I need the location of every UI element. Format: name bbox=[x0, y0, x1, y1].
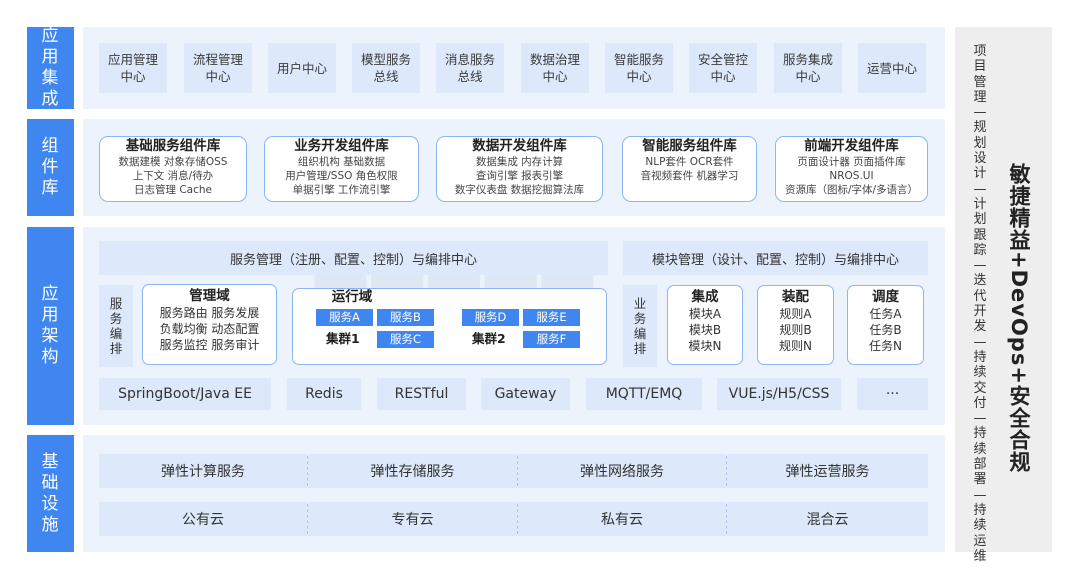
infra-divider bbox=[726, 504, 727, 534]
service-e: 服务E bbox=[523, 309, 580, 326]
tech-stack-item: VUE.js/H5/CSS bbox=[717, 378, 841, 410]
lib-line: 用户管理/SSO 角色权限 bbox=[285, 170, 398, 182]
lib-line: 组织机构 基础数据 bbox=[297, 156, 386, 168]
management-domain-line: 服务路由 服务发展 bbox=[159, 306, 260, 320]
management-domain-title: 管理域 bbox=[189, 288, 230, 304]
lib-line: 日志管理 Cache bbox=[134, 184, 212, 196]
lib-data-dev: 数据开发组件库 数据集成 内存计算 查询引擎 报表引擎 数字仪表盘 数据挖掘算法… bbox=[436, 136, 603, 202]
assembly-title: 装配 bbox=[782, 289, 809, 305]
runtime-domain-title: 运行域 bbox=[331, 289, 373, 305]
app-integration-item: 消息服务总线 bbox=[436, 43, 504, 93]
app-integration-item: 数据治理中心 bbox=[521, 43, 589, 93]
app-integration-item: 流程管理中心 bbox=[184, 43, 252, 93]
cluster-1-label: 集群1 bbox=[326, 331, 360, 346]
lib-title: 前端开发组件库 bbox=[804, 138, 899, 154]
infra-cloud-cell: 私有云 bbox=[518, 502, 726, 536]
assembly-item: 规则B bbox=[779, 323, 812, 337]
layer-label-infrastructure: 基础设施 bbox=[27, 435, 74, 552]
assembly-item: 规则N bbox=[779, 339, 812, 353]
integration-title: 集成 bbox=[691, 289, 719, 305]
lib-line: 资源库（图标/字体/多语言） bbox=[784, 184, 919, 196]
tech-stack-item: RESTful bbox=[377, 378, 466, 410]
management-domain: 管理域 服务路由 服务发展 负载均衡 动态配置 服务监控 服务审计 bbox=[142, 284, 277, 365]
infra-divider bbox=[517, 504, 518, 534]
business-orchestration-label: 业务编排 bbox=[623, 285, 657, 367]
lib-line: 单据引擎 工作流引擎 bbox=[292, 184, 391, 196]
infra-cloud-cell: 公有云 bbox=[99, 502, 307, 536]
lifecycle-text: 项目管理—规划设计—计划跟踪—迭代开发—持续交付—持续部署—持续运维 bbox=[973, 44, 987, 564]
lib-line: NLP套件 OCR套件 bbox=[645, 156, 734, 168]
service-d: 服务D bbox=[462, 309, 519, 326]
infra-divider bbox=[517, 456, 518, 486]
service-c: 服务C bbox=[377, 331, 434, 348]
assembly-item: 规则A bbox=[779, 307, 812, 321]
app-integration-item: 智能服务中心 bbox=[605, 43, 673, 93]
app-integration-item: 服务集成中心 bbox=[774, 43, 842, 93]
lib-line: NROS.UI bbox=[829, 170, 874, 182]
lib-title: 数据开发组件库 bbox=[472, 138, 567, 154]
integration-item: 模块A bbox=[688, 307, 722, 321]
lib-line: 数据集成 内存计算 bbox=[475, 156, 564, 168]
lib-title: 业务开发组件库 bbox=[294, 138, 389, 154]
infra-cloud-cell: 专有云 bbox=[308, 502, 517, 536]
infra-divider bbox=[307, 456, 308, 486]
lib-title: 基础服务组件库 bbox=[125, 138, 221, 154]
lib-line: 数字仪表盘 数据挖掘算法库 bbox=[454, 184, 585, 196]
tech-stack-item: Redis bbox=[287, 378, 361, 410]
scheduling-item: 任务A bbox=[869, 307, 902, 321]
lib-line: 上下文 消息/待办 bbox=[132, 170, 214, 182]
side-panel bbox=[955, 27, 1052, 552]
app-integration-item: 模型服务总线 bbox=[352, 43, 420, 93]
tech-stack-item: ··· bbox=[857, 378, 928, 410]
scheduling-panel: 调度 任务A 任务B 任务N bbox=[847, 285, 924, 365]
lib-intelligent-services: 智能服务组件库 NLP套件 OCR套件 音视频套件 机器学习 bbox=[622, 136, 757, 202]
layer-label-app-architecture: 应用架构 bbox=[27, 227, 74, 425]
module-management-center: 模块管理（设计、配置、控制）与编排中心 bbox=[623, 241, 928, 275]
tech-stack-item: MQTT/EMQ bbox=[586, 378, 702, 410]
tech-stack-item: Gateway bbox=[481, 378, 570, 410]
tech-stack-item: SpringBoot/Java EE bbox=[99, 378, 271, 410]
lib-frontend-dev: 前端开发组件库 页面设计器 页面插件库 NROS.UI 资源库（图标/字体/多语… bbox=[775, 136, 928, 202]
lib-line: 页面设计器 页面插件库 bbox=[797, 156, 906, 168]
lib-line: 数据建模 对象存储OSS bbox=[118, 156, 228, 168]
infra-cloud-cell: 混合云 bbox=[727, 502, 928, 536]
app-integration-item: 应用管理中心 bbox=[99, 43, 167, 93]
scheduling-item: 任务B bbox=[869, 323, 902, 337]
infra-divider bbox=[307, 504, 308, 534]
management-domain-line: 负载均衡 动态配置 bbox=[159, 322, 260, 336]
assembly-panel: 装配 规则A 规则B 规则N bbox=[757, 285, 834, 365]
service-f: 服务F bbox=[523, 331, 580, 348]
layer-label-component-library: 组件库 bbox=[27, 119, 74, 216]
side-title: 敏捷精益+DevOps+安全合规 bbox=[1007, 163, 1031, 473]
service-b: 服务B bbox=[377, 309, 434, 326]
layer-label-app-integration: 应用集成 bbox=[27, 26, 74, 109]
lib-business-dev: 业务开发组件库 组织机构 基础数据 用户管理/SSO 角色权限 单据引擎 工作流… bbox=[264, 136, 419, 202]
app-integration-item: 用户中心 bbox=[268, 43, 336, 93]
management-domain-line: 服务监控 服务审计 bbox=[159, 338, 260, 352]
app-integration-item: 运营中心 bbox=[858, 43, 926, 93]
service-a: 服务A bbox=[316, 309, 373, 326]
infra-service-cell: 弹性运营服务 bbox=[727, 454, 928, 488]
lib-basic-services: 基础服务组件库 数据建模 对象存储OSS 上下文 消息/待办 日志管理 Cach… bbox=[99, 136, 247, 202]
infra-divider bbox=[726, 456, 727, 486]
service-orchestration-label: 服务编排 bbox=[99, 285, 133, 367]
infra-service-cell: 弹性存储服务 bbox=[308, 454, 517, 488]
cluster-2-label: 集群2 bbox=[472, 331, 506, 346]
scheduling-item: 任务N bbox=[869, 339, 902, 353]
infra-service-cell: 弹性计算服务 bbox=[99, 454, 307, 488]
lib-title: 智能服务组件库 bbox=[642, 138, 737, 154]
app-integration-item: 安全管控中心 bbox=[689, 43, 757, 93]
lib-line: 音视频套件 机器学习 bbox=[640, 170, 739, 182]
integration-item: 模块N bbox=[688, 339, 722, 353]
service-management-center: 服务管理（注册、配置、控制）与编排中心 bbox=[99, 241, 608, 275]
runtime-domain bbox=[292, 288, 607, 365]
lib-line: 查询引擎 报表引擎 bbox=[475, 170, 564, 182]
scheduling-title: 调度 bbox=[872, 289, 899, 305]
infra-service-cell: 弹性网络服务 bbox=[518, 454, 726, 488]
integration-panel: 集成 模块A 模块B 模块N bbox=[667, 285, 743, 365]
integration-item: 模块B bbox=[688, 323, 722, 337]
